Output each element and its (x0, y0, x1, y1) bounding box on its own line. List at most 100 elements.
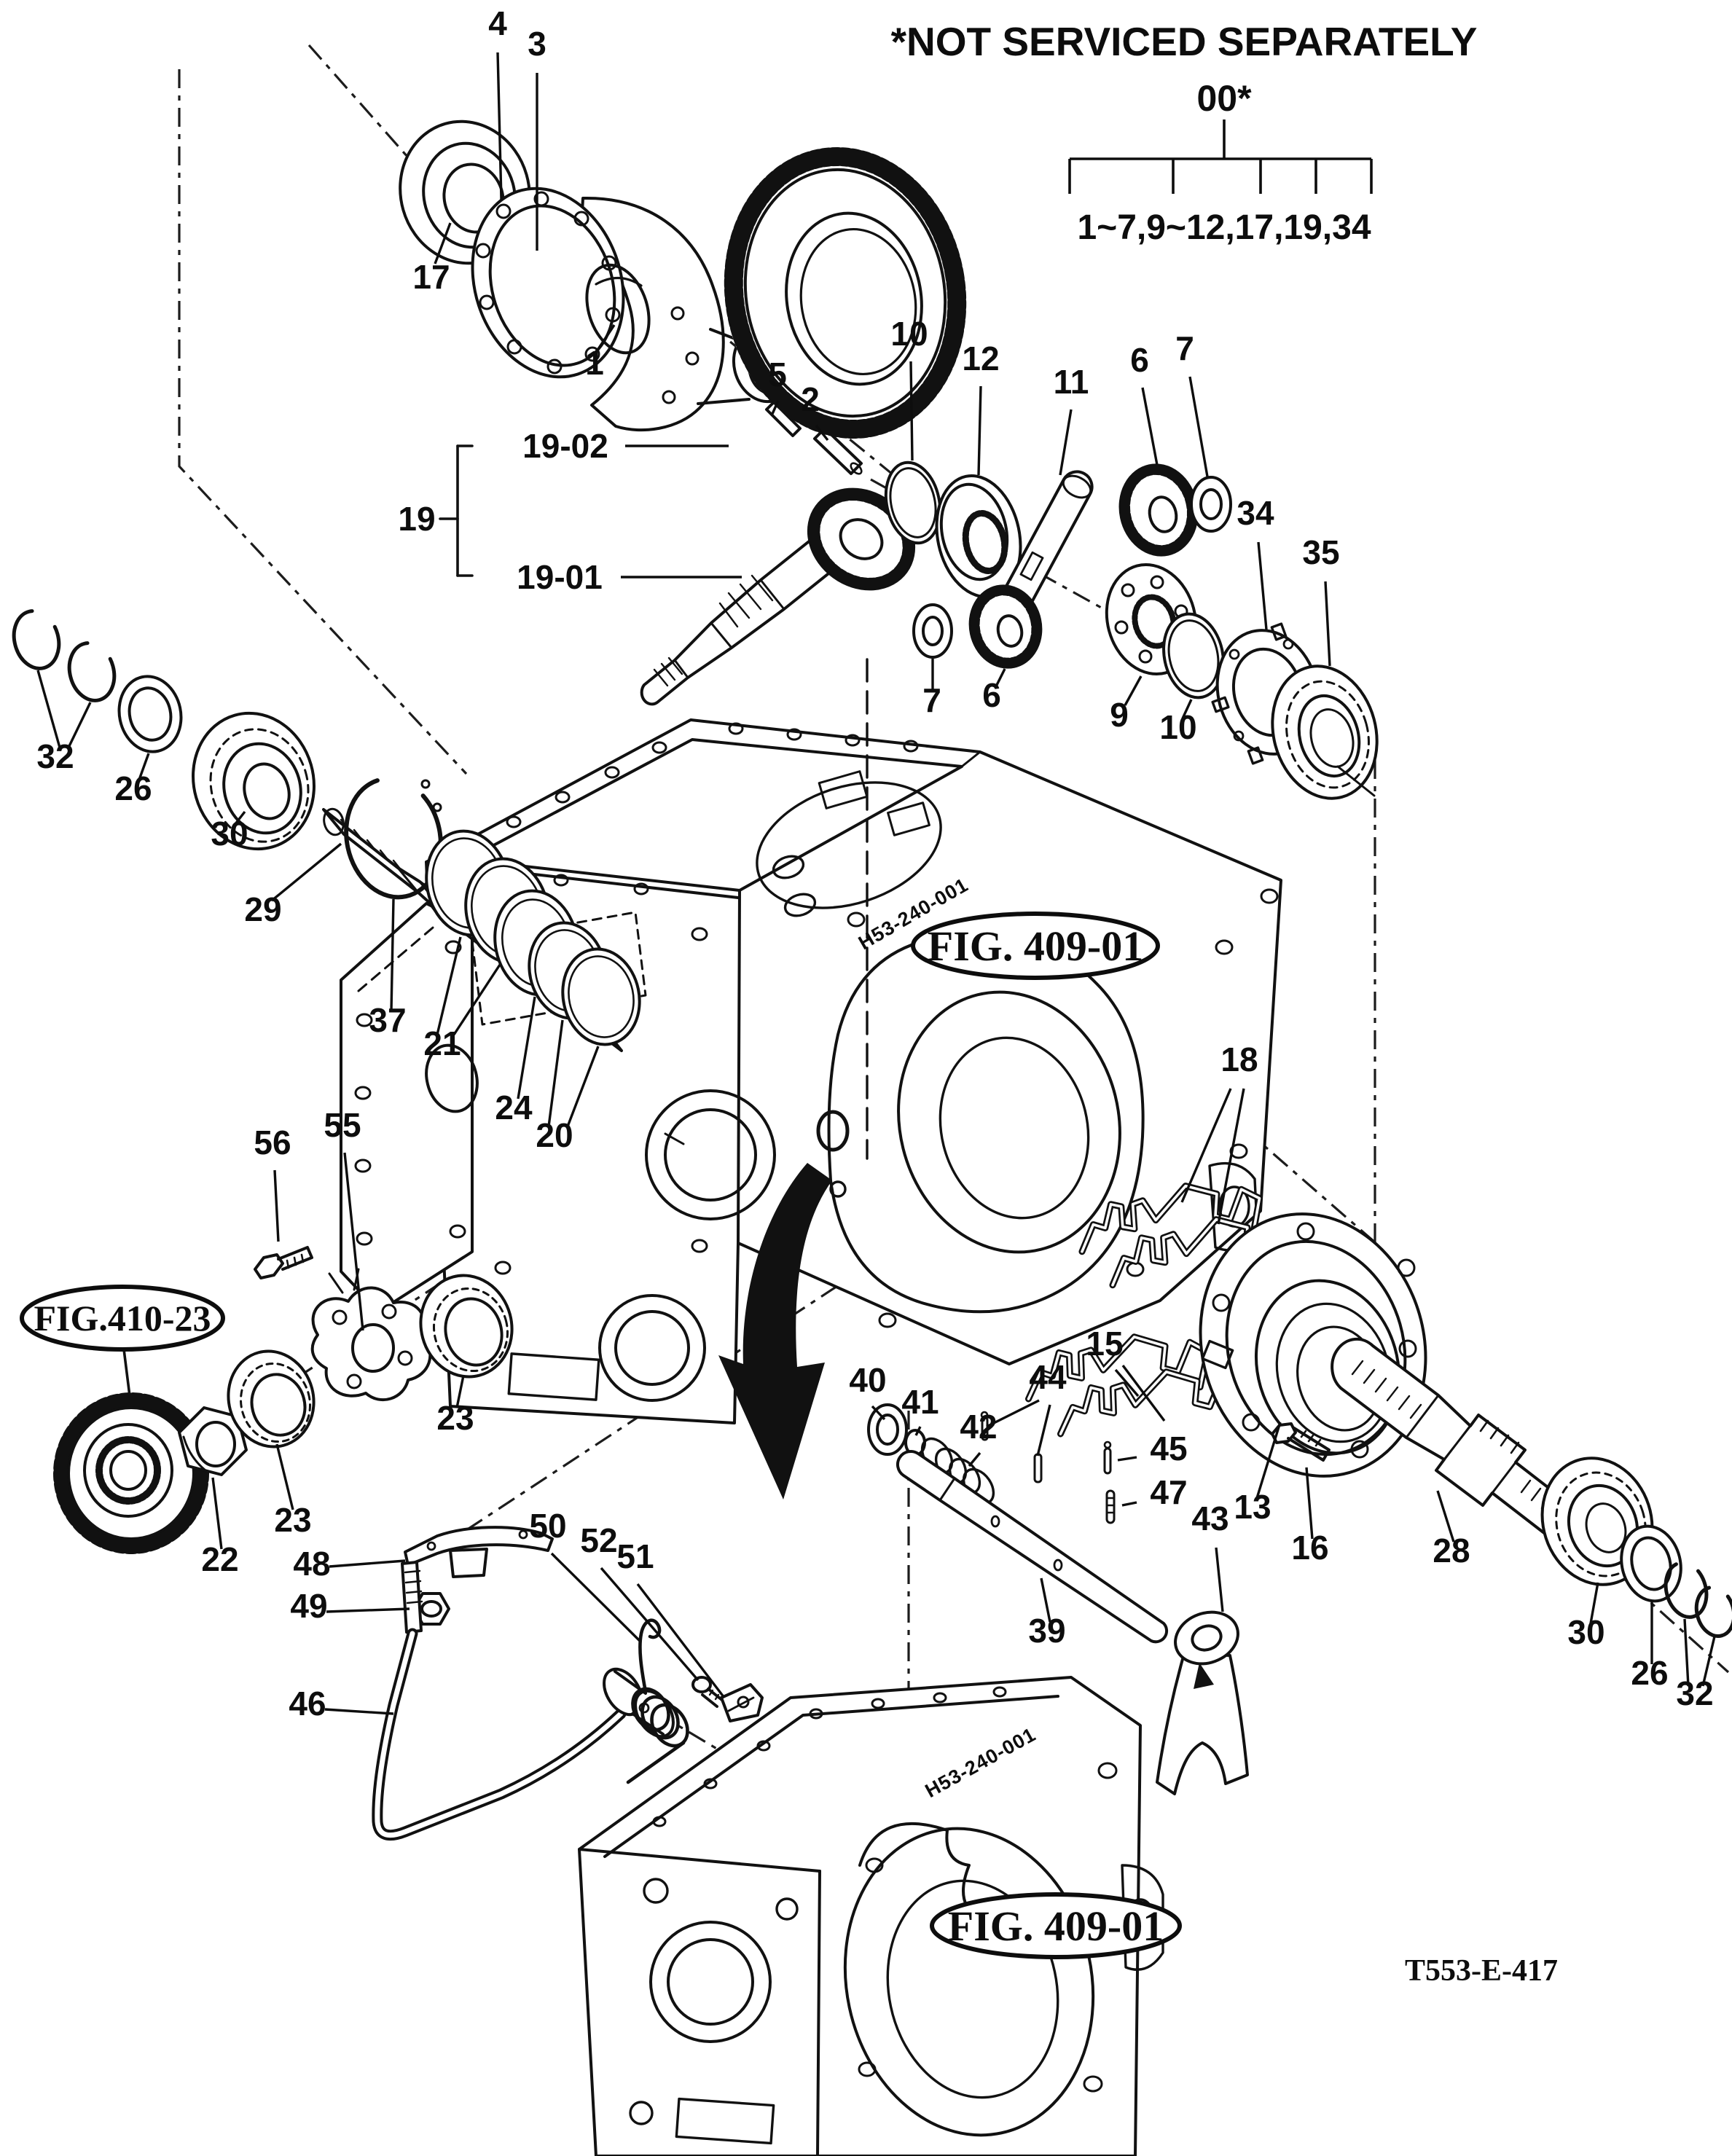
snap-ring-32a (12, 609, 61, 670)
bearing-35 (1271, 665, 1379, 800)
snap-ring-37 (344, 776, 443, 900)
leader-line-20 (566, 1046, 600, 1127)
leader-line-15 (1121, 1364, 1166, 1422)
leader-line-44 (986, 1399, 1040, 1428)
pin-47 (1105, 1489, 1116, 1524)
figure-ref-oval (911, 912, 1160, 980)
leader-line-18 (1217, 1088, 1245, 1225)
shift-fork-43 (1156, 1610, 1249, 1795)
boundary-line (178, 69, 468, 775)
leader-line-47 (1121, 1501, 1137, 1507)
lower-housing (578, 1676, 1164, 2156)
group-bracket (1068, 119, 1373, 194)
callout-43-45: 43 (1191, 1500, 1229, 1537)
callout-16-50: 16 (1291, 1529, 1328, 1567)
callout-32-54: 32 (1676, 1674, 1713, 1712)
callout-13-49: 13 (1234, 1488, 1271, 1526)
leader-line-5 (771, 400, 780, 415)
leader-line-46 (324, 1708, 394, 1715)
callout-23-32: 23 (436, 1399, 474, 1437)
callout-23-30: 23 (274, 1501, 311, 1539)
callout-17-2: 17 (412, 258, 450, 296)
callout-11-11: 11 (1054, 363, 1089, 401)
callout-32-20: 32 (36, 737, 74, 775)
callout-42-41: 42 (960, 1408, 997, 1446)
pto-gear (53, 1392, 209, 1554)
leader-line-30 (233, 810, 246, 826)
lever-plate-48 (404, 1526, 554, 1578)
leader-line-24 (517, 996, 536, 1099)
leader-line-23 (275, 1443, 294, 1510)
axis-line (307, 44, 410, 159)
callout-5-4: 5 (768, 356, 787, 393)
leader-line-45 (1117, 1456, 1137, 1462)
bevel-gear-6-lower (968, 584, 1043, 669)
callout-26-21: 26 (114, 769, 152, 807)
leader-line-32 (67, 702, 92, 748)
leader-line-50 (550, 1552, 641, 1642)
callout-2-5: 2 (801, 380, 820, 418)
callout-7-13: 7 (1175, 329, 1194, 367)
leader-line-16 (1305, 1467, 1314, 1540)
snap-ring-32-right-a (1664, 1561, 1709, 1619)
leader-line-37 (390, 898, 395, 1012)
leader-line-6 (995, 668, 1006, 687)
bolt-56 (254, 1246, 313, 1279)
callout-6-17: 6 (982, 676, 1001, 714)
leader-line-12 (977, 385, 982, 476)
not-serviced-title: *NOT SERVICED SEPARATELY (891, 19, 1478, 64)
callout-6-12: 6 (1130, 341, 1149, 379)
leader-line-4 (496, 52, 503, 200)
leader-line-10 (909, 361, 914, 461)
leader-line-11 (1059, 409, 1073, 476)
leader-line-32 (36, 670, 61, 748)
callout-24-26: 24 (495, 1089, 533, 1126)
clip-51 (720, 1683, 764, 1722)
leader-line-20 (547, 1019, 564, 1127)
leader-line-23 (455, 1375, 465, 1408)
figure-ref-label-2: FIG. 409-01 (948, 1902, 1164, 1950)
figure-ref-oval (930, 1892, 1182, 1959)
figure-ref-oval (20, 1285, 225, 1352)
leader-line-44 (1036, 1404, 1051, 1457)
leader-line-41 (914, 1426, 922, 1436)
leader-line-9 (1124, 675, 1143, 706)
callout-1-3: 1 (585, 344, 604, 382)
callout-10-19: 10 (1159, 708, 1196, 746)
callout-47-44: 47 (1150, 1473, 1187, 1511)
callout-41-40: 41 (901, 1383, 939, 1421)
differential-case-1 (471, 187, 796, 432)
callout-48-33: 48 (293, 1545, 330, 1583)
leader-line-32 (1701, 1636, 1716, 1687)
leader-line-30 (1589, 1582, 1599, 1624)
callout-40-39: 40 (849, 1361, 886, 1399)
callout-21-25: 21 (423, 1024, 461, 1062)
figure-ref-label-1: FIG.410-23 (34, 1298, 211, 1338)
snap-ring-32-right-b (1694, 1585, 1732, 1638)
leader-line-18 (1180, 1088, 1232, 1203)
callout-49-34: 49 (290, 1587, 327, 1625)
callout-52-37: 52 (580, 1521, 617, 1559)
exploded-view-arrow (718, 1163, 832, 1500)
leader-line-34 (1257, 541, 1268, 630)
callout-37-24: 37 (369, 1001, 406, 1039)
leader-line-48 (329, 1559, 406, 1568)
bearing-23-left (227, 1349, 316, 1449)
line-art (12, 119, 1732, 2156)
bearing-23-right (419, 1274, 514, 1379)
callout-35-15: 35 (1302, 533, 1339, 571)
callout-55-28: 55 (324, 1106, 361, 1144)
callout-7-16: 7 (922, 681, 941, 719)
leader-line-2 (815, 424, 829, 442)
bracket-19 (439, 444, 474, 577)
shim-10-lower (1162, 612, 1225, 699)
group-code: 00* (1196, 78, 1252, 119)
callout-56-29: 56 (254, 1124, 291, 1161)
leader-line-43 (1215, 1547, 1224, 1612)
leader-line-6 (1141, 387, 1159, 466)
callout-15-47: 15 (1086, 1325, 1123, 1363)
ring-20b (561, 947, 641, 1046)
callout-46-35: 46 (289, 1685, 326, 1722)
leader-line-26 (138, 753, 150, 780)
